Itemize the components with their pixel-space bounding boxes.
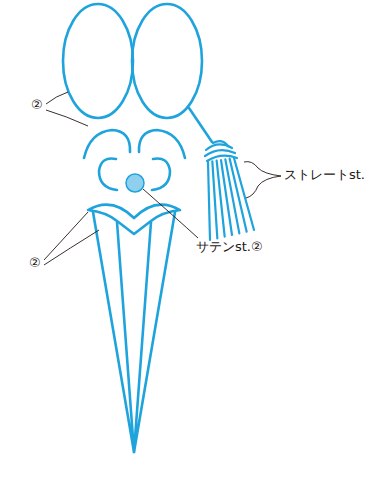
callout-number: ② (31, 98, 43, 112)
satin-dot (126, 174, 144, 192)
curl-left (84, 130, 130, 158)
curl-right (139, 130, 185, 158)
handle-left (63, 4, 133, 118)
callout-number: ② (29, 256, 41, 270)
blade-left (93, 212, 134, 452)
spiral-left (99, 159, 117, 191)
spiral-right (152, 159, 170, 191)
tassel (205, 141, 254, 240)
handle-right (132, 4, 202, 118)
tassel-cord (189, 108, 212, 142)
stitch-label: ストレートst. (284, 168, 365, 182)
stitch-label: サテンst.② (196, 240, 263, 254)
blade-right (134, 212, 175, 452)
leader-lines (44, 92, 281, 265)
